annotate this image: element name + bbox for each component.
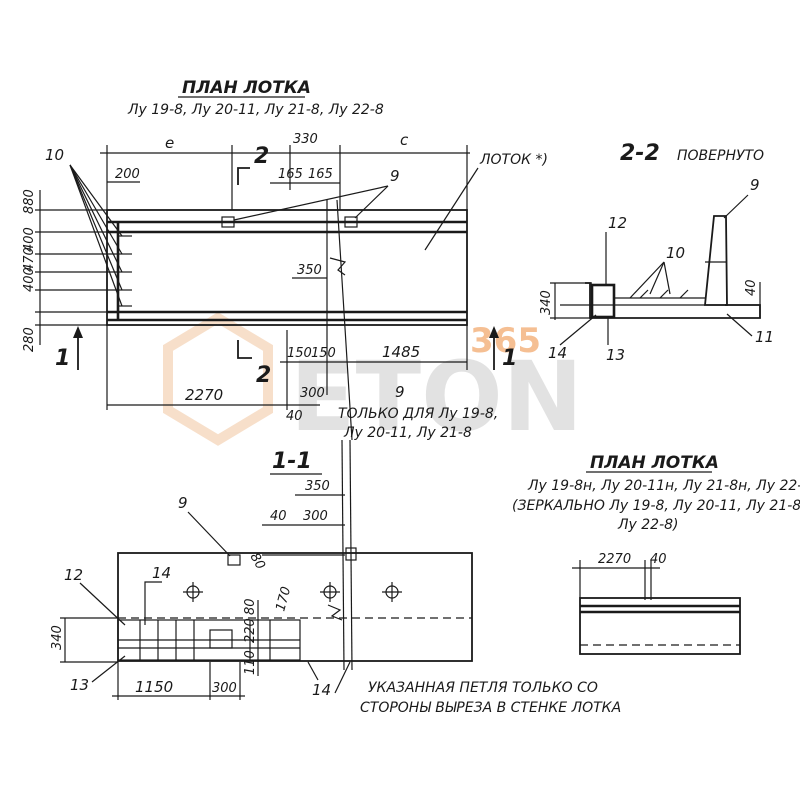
dim-165-a: 165 [278, 167, 303, 182]
callout-9-a: 9 [390, 167, 400, 185]
section-11-break [327, 604, 343, 621]
section-1-1: 1-1 350 40 [50, 439, 621, 716]
section-22-dim-340: 340 [539, 290, 554, 315]
plan-top: ПЛАН ЛОТКА Лу 19-8, Лу 20-11, Лу 21-8, Л… [22, 78, 548, 441]
callout-9-b: 9 [395, 383, 405, 401]
section-22-subtitle: ПОВЕРНУТО [677, 148, 764, 164]
dim-150-a: 150 [287, 346, 312, 361]
section-11-dim-170: 170 [273, 585, 294, 613]
section-11-leader-14 [144, 581, 162, 625]
plan-top-subtitle: Лу 19-8, Лу 20-11, Лу 21-8, Лу 22-8 [127, 102, 384, 118]
section-11-dim-1150: 1150 [135, 678, 173, 696]
plan-bottom-dim-40: 40 [650, 552, 667, 567]
section-11-callout-13: 13 [70, 676, 89, 694]
section-11-dim-300: 300 [303, 509, 328, 524]
plan-bottom-line-3: Лу 22-8) [617, 517, 679, 533]
section-mark-2-bottom [237, 340, 252, 359]
plan-bottom-line-2: (ЗЕРКАЛЬНО Лу 19-8, Лу 20-11, Лу 21-8, [512, 498, 800, 514]
section-11-dim-v110: 110 [243, 650, 258, 675]
watermark-brand: ETON [290, 341, 583, 453]
section-11-dim-300b: 300 [212, 681, 237, 696]
section-22-callout-12: 12 [608, 214, 627, 232]
plan-top-title: ПЛАН ЛОТКА [182, 78, 311, 98]
section-11-dim-v80: 80 [243, 598, 258, 615]
section-11-dim-340: 340 [50, 625, 65, 650]
section-11-loop-left [227, 554, 241, 566]
dim-c: с [400, 131, 409, 149]
section-22-rebar-cage [590, 283, 616, 319]
watermark-small: 365 [470, 321, 541, 361]
section-2-2: 2-2 ПОВЕРНУТО 340 40 9 12 10 14 13 1 [539, 141, 774, 364]
tray-label: ЛОТОК *) [479, 152, 548, 168]
dim-v-280: 280 [22, 327, 37, 352]
plan-top-note-1: ТОЛЬКО ДЛЯ Лу 19-8, [338, 406, 498, 422]
dim-v-400-a: 400 [22, 227, 37, 252]
plan-bottom-title: ПЛАН ЛОТКА [590, 453, 719, 473]
plan-break-mark [329, 257, 347, 276]
arrow-1-right [489, 326, 499, 338]
section-11-dim-350: 350 [305, 479, 330, 494]
section-11-note-1: УКАЗАННАЯ ПЕТЛЯ ТОЛЬКО СО [368, 680, 598, 696]
dim-330: 330 [293, 132, 318, 147]
section-2-bottom-label: 2 [256, 363, 271, 388]
section-11-callout-14-a: 14 [152, 564, 171, 582]
dim-v-470: 470 [22, 247, 37, 272]
section-22-callout-9: 9 [750, 176, 760, 194]
dim-v-880: 880 [22, 189, 37, 214]
section-11-body [117, 552, 473, 662]
plan-tray-outline [106, 209, 468, 326]
section-11-loop-right [345, 547, 357, 561]
dim-165-b: 165 [308, 167, 333, 182]
dim-2270: 2270 [185, 386, 223, 404]
section-11-stirrups [139, 620, 271, 660]
plan-bottom-line-1: Лу 19-8н, Лу 20-11н, Лу 21-8н, Лу 22-8н [527, 478, 800, 494]
watermark-hex-logo [163, 312, 273, 446]
arrow-1-left [73, 326, 83, 338]
plan-cut-line-b [336, 199, 353, 441]
dim-e: е [165, 134, 174, 152]
dim-150-b: 150 [311, 346, 336, 361]
section-11-note-2: СТОРОНЫ ВЫРЕЗА В СТЕНКЕ ЛОТКА [360, 700, 621, 716]
plan-bottom: ПЛАН ЛОТКА Лу 19-8н, Лу 20-11н, Лу 21-8н… [512, 453, 800, 655]
plan-bottom-tray-outline [579, 597, 741, 655]
plan-end-ties [118, 235, 132, 307]
callout-10: 10 [45, 146, 64, 164]
dim-1485: 1485 [382, 343, 420, 361]
plan-loop-right [344, 216, 358, 228]
section-22-callout-11: 11 [755, 328, 774, 346]
section-2-top-label: 2 [254, 144, 269, 169]
dim-200: 200 [115, 167, 140, 182]
plan-loop-left [221, 216, 235, 228]
section-11-callout-14-b: 14 [312, 681, 331, 699]
section-22-callout-10: 10 [666, 244, 685, 262]
dim-350: 350 [297, 263, 322, 278]
section-11-rod-b [349, 439, 353, 671]
section-11-dim-v220: 220 [243, 618, 258, 643]
section-11-title: 1-1 [272, 449, 312, 474]
section-22-wall [704, 215, 728, 306]
dim-40: 40 [286, 409, 303, 424]
section-22-callout-13: 13 [606, 346, 625, 364]
section-22-slab [585, 282, 761, 319]
section-11-dim-40: 40 [270, 509, 287, 524]
section-1-right-label: 1 [502, 346, 517, 371]
section-22-title: 2-2 [620, 141, 660, 166]
dim-v-400-b: 400 [22, 267, 37, 292]
section-22-callout-14: 14 [548, 344, 567, 362]
section-11-callout-12: 12 [64, 566, 83, 584]
section-1-left-label: 1 [55, 346, 70, 371]
plan-bottom-dim-2270: 2270 [598, 552, 631, 567]
section-11-callout-9: 9 [178, 494, 188, 512]
watermark: ETON 365 [163, 312, 583, 453]
dim-300: 300 [300, 386, 325, 401]
section-11-dim-80: 80 [247, 551, 268, 573]
section-22-dim-40: 40 [744, 279, 759, 296]
plan-top-note-2: Лу 20-11, Лу 21-8 [343, 425, 472, 441]
section-mark-2-top [237, 167, 250, 185]
